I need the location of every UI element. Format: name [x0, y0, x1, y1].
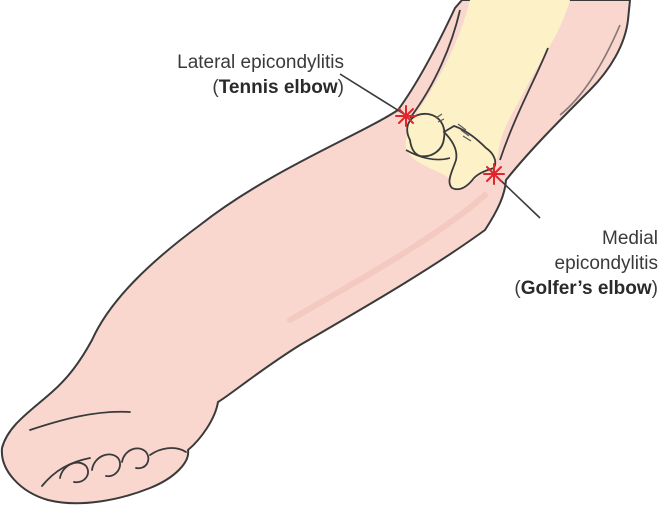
lateral-close-paren: ): [338, 77, 344, 98]
medial-epicondyle-pain-marker: [484, 164, 504, 184]
lateral-label-line1: Lateral epicondylitis: [96, 50, 344, 75]
tennis-elbow-term: Tennis elbow: [219, 77, 338, 98]
lateral-leader-line: [340, 74, 404, 114]
medial-label-line2: epicondylitis: [440, 251, 658, 276]
lateral-epicondylitis-label: Lateral epicondylitis (Tennis elbow): [96, 50, 344, 100]
lateral-label-line2: (Tennis elbow): [96, 75, 344, 100]
medial-epicondylitis-label: Medial epicondylitis (Golfer’s elbow): [440, 226, 658, 301]
golfers-elbow-term: Golfer’s elbow: [521, 278, 652, 299]
medial-close-paren: ): [652, 278, 658, 299]
medial-label-line3: (Golfer’s elbow): [440, 276, 658, 301]
lateral-epicondyle-bone: [407, 114, 444, 157]
medial-label-line1: Medial: [440, 226, 658, 251]
lateral-epicondyle-pain-marker: [396, 106, 416, 126]
